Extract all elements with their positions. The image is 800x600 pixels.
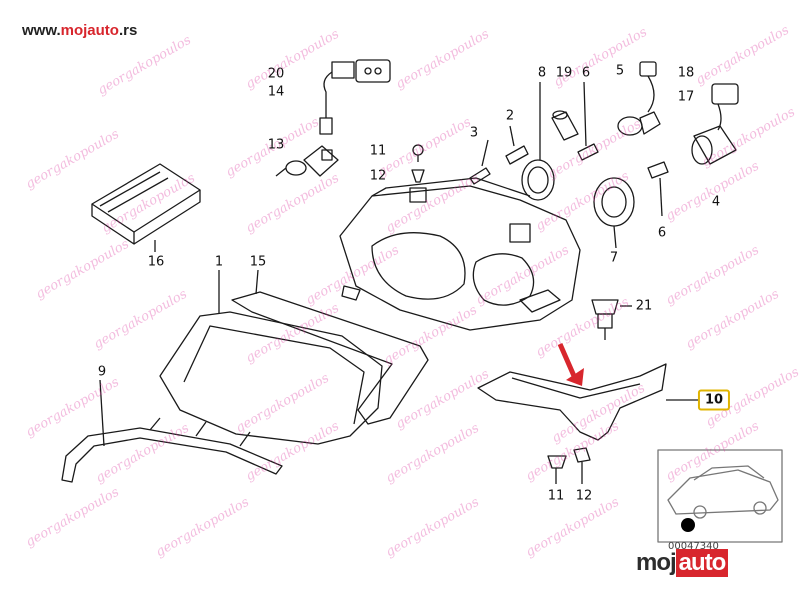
- part-number-10: 10: [697, 389, 731, 411]
- part-number-11: 11: [547, 488, 565, 504]
- bulb-box-part: [91, 163, 201, 252]
- trim-strip-part: [61, 379, 283, 483]
- part-number-21: 21: [635, 298, 653, 314]
- part-number-14: 14: [267, 84, 285, 100]
- diagram-code: 00047340: [668, 541, 719, 552]
- site-url-accent: mojauto: [60, 22, 119, 39]
- connector-right-part: [711, 83, 739, 131]
- brand-logo-part-a: moj: [636, 549, 677, 576]
- part-number-6: 6: [581, 65, 591, 81]
- h7-bulb-part: [275, 145, 339, 177]
- part-number-20: 20: [267, 66, 285, 82]
- cover-ring-part: [521, 82, 555, 201]
- part-number-7: 7: [609, 250, 619, 266]
- part-number-3: 3: [469, 125, 479, 141]
- part-number-6: 6: [657, 225, 667, 241]
- grommet-part: [591, 299, 632, 340]
- part-number-5: 5: [615, 63, 625, 79]
- gasket-frame-part: [231, 269, 429, 425]
- headlamp-housing-part: [339, 177, 581, 331]
- bracket-part: [477, 363, 700, 441]
- part-number-2: 2: [505, 108, 515, 124]
- site-url: www.mojauto.rs: [22, 22, 137, 39]
- cylinder-bulb-part: [551, 110, 579, 141]
- site-url-suffix: .rs: [118, 22, 138, 39]
- part-number-12: 12: [575, 488, 593, 504]
- car-thumbnail: [657, 449, 783, 543]
- part-number-9: 9: [97, 364, 107, 380]
- part-number-15: 15: [249, 254, 267, 270]
- small-bulb-mid-part: [647, 161, 669, 217]
- part-number-1: 1: [214, 254, 224, 270]
- site-url-prefix: www.: [22, 22, 61, 39]
- connector-cable-part: [319, 59, 391, 135]
- part-number-19: 19: [555, 65, 573, 81]
- rubber-boot-part: [593, 177, 635, 249]
- part-number-11: 11: [369, 143, 387, 159]
- brand-logo-part-b: auto: [675, 549, 729, 577]
- location-dot: [681, 518, 695, 532]
- socket-part: [617, 61, 661, 136]
- part-number-18: 18: [677, 65, 695, 81]
- clips-top-part: [411, 144, 425, 183]
- small-bulb-top-part: [577, 81, 599, 161]
- red-arrow-icon: [557, 342, 584, 386]
- part-number-16: 16: [147, 254, 165, 270]
- part-number-13: 13: [267, 137, 285, 153]
- part-number-8: 8: [537, 65, 547, 81]
- part-number-12: 12: [369, 168, 387, 184]
- socket-right-part: [691, 125, 737, 165]
- screws-part: [469, 125, 529, 185]
- headlamp-lens-part: [159, 270, 383, 445]
- clips-bottom-part: [547, 447, 591, 484]
- part-number-4: 4: [711, 194, 721, 210]
- part-number-17: 17: [677, 89, 695, 105]
